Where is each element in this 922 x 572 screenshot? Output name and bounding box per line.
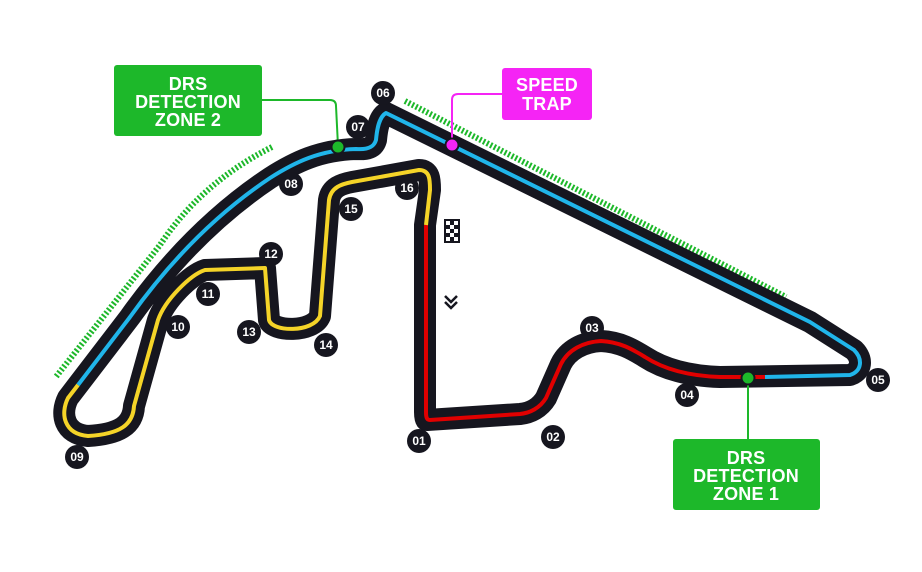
drs-2-marker — [330, 139, 346, 155]
turn-badge-06: 06 — [371, 81, 395, 105]
svg-text:12: 12 — [264, 247, 278, 261]
drs-1-line-3: ZONE 1 — [713, 484, 779, 504]
svg-text:15: 15 — [344, 202, 358, 216]
drs-2-leader-line — [262, 99, 339, 147]
sector-1-line — [424, 225, 765, 422]
speed-trap-line-1: SPEED — [516, 75, 578, 95]
svg-text:04: 04 — [680, 388, 694, 402]
svg-text:14: 14 — [319, 338, 333, 352]
drs-1-line-2: DETECTION — [693, 466, 799, 486]
turn-badge-12: 12 — [259, 242, 283, 266]
svg-text:11: 11 — [202, 287, 215, 301]
turn-badge-09: 09 — [65, 445, 89, 469]
svg-text:10: 10 — [171, 320, 185, 334]
drs-1-marker — [740, 370, 756, 386]
svg-text:03: 03 — [585, 321, 599, 335]
double-chevron-down-icon — [444, 295, 458, 310]
drs-2-line-1: DRS — [169, 74, 208, 94]
speed-trap-marker — [444, 137, 460, 153]
drs-2-line-2: DETECTION — [135, 92, 241, 112]
svg-text:08: 08 — [284, 177, 298, 191]
turn-badge-05: 05 — [866, 368, 890, 392]
turn-badge-07: 07 — [346, 115, 370, 139]
turn-badge-15: 15 — [339, 197, 363, 221]
drs-detection-zone-2-box — [114, 65, 262, 136]
turn-badges: 01 02 03 04 05 06 07 08 09 10 11 12 13 1… — [65, 81, 890, 469]
turn-badge-04: 04 — [675, 383, 699, 407]
svg-text:06: 06 — [376, 86, 390, 100]
svg-text:01: 01 — [412, 434, 426, 448]
turn-badge-01: 01 — [407, 429, 431, 453]
svg-text:09: 09 — [70, 450, 84, 464]
svg-text:16: 16 — [400, 181, 414, 195]
speed-trap-leader-line — [451, 93, 502, 144]
sector-2-line — [76, 111, 862, 387]
drs-1-line-1: DRS — [727, 448, 766, 468]
drs-detection-zone-1-box — [673, 439, 820, 510]
svg-text:05: 05 — [871, 373, 885, 387]
turn-badge-13: 13 — [237, 320, 261, 344]
svg-text:07: 07 — [351, 120, 365, 134]
turn-badge-14: 14 — [314, 333, 338, 357]
turn-badge-11: 11 — [196, 282, 220, 306]
turn-badge-10: 10 — [166, 315, 190, 339]
checkered-flag-icon — [444, 219, 460, 243]
drs-zone-dotted-1 — [403, 98, 788, 300]
svg-text:13: 13 — [242, 325, 256, 339]
drs-2-line-3: ZONE 2 — [155, 110, 221, 130]
turn-badge-02: 02 — [541, 425, 565, 449]
drs-zone-dotted-2 — [52, 144, 274, 380]
turn-badge-03: 03 — [580, 316, 604, 340]
svg-text:02: 02 — [546, 430, 560, 444]
speed-trap-box — [502, 68, 592, 120]
turn-badge-08: 08 — [279, 172, 303, 196]
speed-trap-line-2: TRAP — [522, 94, 572, 114]
sector-3-line — [62, 168, 432, 438]
turn-badge-16: 16 — [395, 176, 419, 200]
